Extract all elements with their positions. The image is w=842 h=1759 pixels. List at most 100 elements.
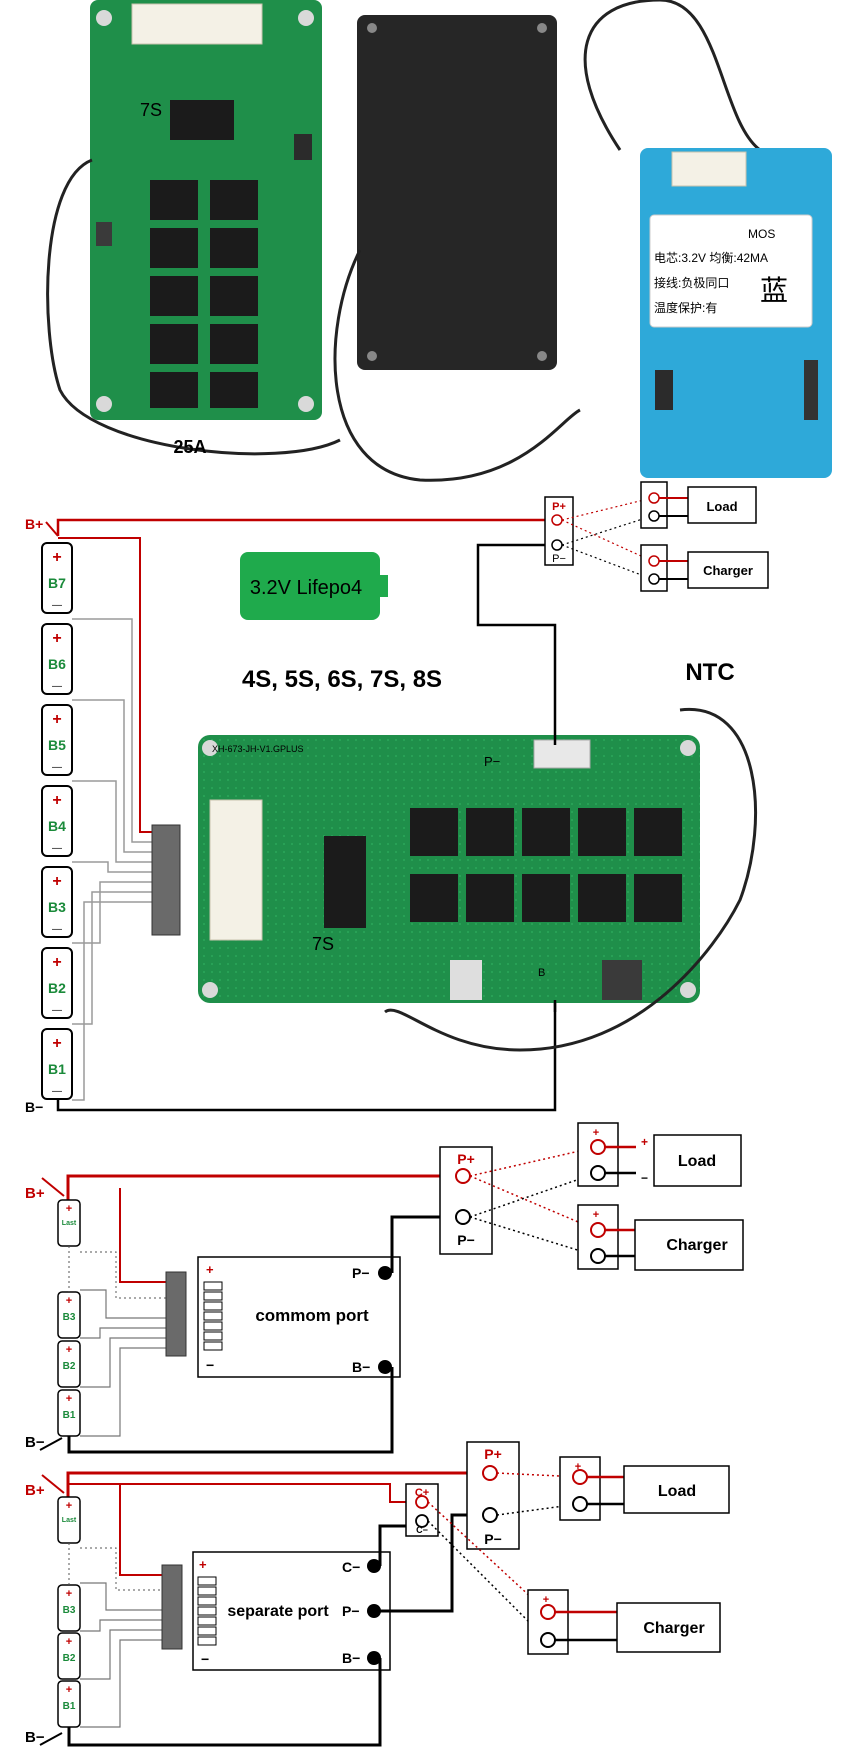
d1-cell-b1: + B1 — — [41, 1028, 73, 1100]
diagram2: B+ +Last +B3 +B2 +B1 + − commom port P− — [25, 1122, 744, 1454]
d2-positive-wire — [66, 1174, 463, 1200]
d2-bms-board: + − commom port P− B− — [197, 1256, 401, 1378]
svg-text:+: + — [206, 1262, 214, 1277]
d1-cell-label: B4 — [48, 818, 66, 834]
svg-text:−: − — [206, 1357, 214, 1373]
d1-load-box — [687, 486, 757, 524]
blue-board-line3: 温度保护:有 — [654, 300, 717, 315]
d1-ntc-label: NTC — [685, 659, 734, 686]
svg-text:—: — — [52, 1086, 62, 1097]
d3-p-plus-label: P+ — [484, 1446, 502, 1462]
d2-load-label: Load — [678, 1153, 716, 1170]
blue-board-line1: 电芯:3.2V 均衡:42MA — [654, 251, 768, 265]
svg-text:—: — — [52, 1005, 62, 1016]
d1-bms-board-photo: XH-673-JH-V1.GPLUS 7S P− B — [198, 735, 700, 1003]
d2-cell-label: Last — [62, 1220, 77, 1227]
svg-text:+: + — [52, 711, 61, 728]
d1-charger-terminal — [640, 544, 690, 592]
d2-cells: +Last +B3 +B2 +B1 — [57, 1199, 81, 1437]
blue-board-line2: 接线:负极同口 — [654, 275, 729, 290]
d1-cell-b5: + B5 — — [41, 704, 73, 776]
d1-cell-label: B7 — [48, 575, 66, 591]
svg-text:—: — — [52, 762, 62, 773]
d1-charger-label: Charger — [703, 563, 753, 578]
svg-text:+: + — [66, 1500, 72, 1512]
d3-positive-wire — [66, 1471, 490, 1497]
svg-text:—: — — [52, 924, 62, 935]
d2-cell-b2: +B2 — [57, 1340, 81, 1388]
svg-text:−: − — [201, 1651, 209, 1667]
d2-p-terminal: P+ P− — [439, 1146, 493, 1255]
d3-p-minus-port: P− — [342, 1603, 360, 1619]
d3-bms-board: + − separate port C− P− B− — [192, 1551, 391, 1671]
d2-cell-label: B1 — [63, 1410, 76, 1421]
d3-cell-last: +Last — [57, 1496, 81, 1544]
d3-p-minus-label: P− — [484, 1531, 502, 1547]
d2-balance-connector — [165, 1271, 187, 1357]
d3-cell-label: B3 — [63, 1605, 76, 1616]
d3-cell-b2: +B2 — [57, 1632, 81, 1680]
d3-charger-terminal: + + − — [527, 1589, 628, 1655]
d2-balance-wires — [80, 1251, 166, 1437]
svg-text:+: + — [543, 1594, 549, 1606]
d1-cell-b2: +B2— — [41, 947, 73, 1019]
d1-output-dotted-wires — [561, 497, 653, 580]
d3-b-minus-port: B− — [342, 1650, 360, 1666]
d3-board-label: separate port — [227, 1603, 329, 1620]
blue-board-mos: MOS — [748, 227, 775, 241]
photo-board-blue: MOS 电芯:3.2V 均衡:42MA 接线:负极同口 蓝 温度保护:有 — [640, 148, 832, 478]
d1-lifepo4-label: 3.2V Lifepo4 — [250, 577, 362, 599]
svg-text:+: + — [52, 549, 61, 566]
d1-cell-label: B1 — [48, 1061, 66, 1077]
d3-charger-label: Charger — [643, 1620, 704, 1637]
d2-load-terminal: + + − — [577, 1122, 648, 1187]
d3-cell-label: B1 — [63, 1701, 76, 1712]
svg-text:—: — — [52, 843, 62, 854]
d2-b-minus-port: B− — [352, 1359, 370, 1375]
d1-p-minus-label: P− — [552, 553, 566, 565]
d2-b-plus-label: B+ — [25, 1185, 45, 1202]
board-25a-silk: 7S — [140, 100, 162, 120]
d2-cell-last: +Last — [57, 1199, 81, 1247]
svg-text:+: + — [66, 1636, 72, 1648]
svg-text:+: + — [593, 1209, 599, 1221]
d2-p-minus-port: P− — [352, 1265, 370, 1281]
d1-cell-label: B3 — [48, 899, 66, 915]
d1-negative-wire — [56, 1000, 557, 1112]
diagram1: B+ +B7— +B6— +B5— +B4— +B3— +B2— +B1— B− — [25, 481, 769, 1115]
d2-cell-b1: +B1 — [57, 1389, 81, 1437]
d3-c-terminal: C+ C− — [405, 1483, 439, 1537]
d1-cell-label: B5 — [48, 737, 66, 753]
d1-balance-wires — [72, 618, 152, 1101]
svg-text:+: + — [66, 1295, 72, 1307]
d1-p-terminal: P+ P− — [544, 496, 574, 566]
ntc-wire-25a — [46, 158, 341, 456]
d2-cell-b3: +B3 — [57, 1291, 81, 1339]
d1-load-terminal — [640, 481, 690, 529]
d1-lifepo4-badge — [240, 552, 380, 620]
svg-text:−: − — [641, 1171, 648, 1185]
d1-cell-b7: + B7 — — [41, 542, 73, 614]
svg-text:+: + — [52, 1035, 61, 1052]
d2-board-label: commom port — [255, 1306, 369, 1325]
d3-charger-box — [616, 1602, 721, 1653]
d3-load-terminal: + + − — [559, 1456, 635, 1521]
photo-heat-sink-pad — [357, 15, 557, 370]
d1-cell-b3: + B3 — — [41, 866, 73, 938]
svg-text:+: + — [52, 873, 61, 890]
d3-output-dotted-wires — [427, 1472, 580, 1641]
svg-text:—: — — [52, 600, 62, 611]
d2-b-minus-label: B− — [25, 1434, 45, 1451]
board-25a-label: 25A — [173, 437, 206, 457]
d3-balance-top-wire — [119, 1484, 162, 1576]
d1-board-silk-7s: 7S — [312, 934, 334, 954]
svg-text:+: + — [593, 1127, 599, 1139]
d2-cell-label: B2 — [63, 1361, 76, 1372]
d1-board-silk-b: B — [538, 967, 545, 979]
d1-p-plus-label: P+ — [552, 501, 566, 513]
d1-board-silk-p: P− — [484, 754, 500, 769]
d1-board-silk-model: XH-673-JH-V1.GPLUS — [212, 744, 304, 754]
d3-c-plus-label: C+ — [415, 1487, 429, 1499]
